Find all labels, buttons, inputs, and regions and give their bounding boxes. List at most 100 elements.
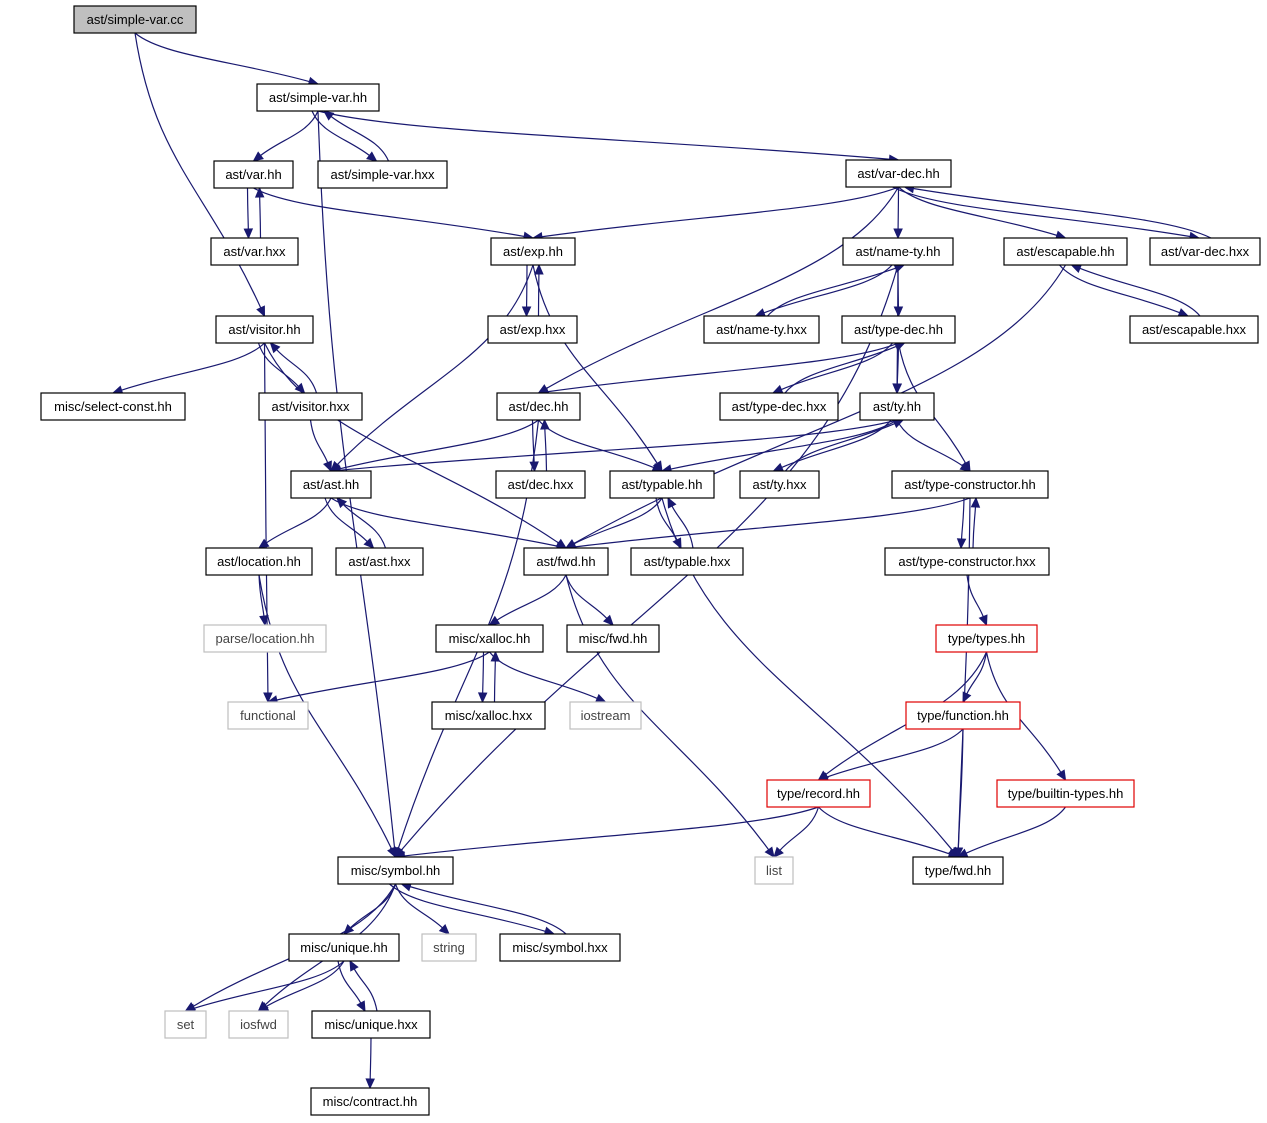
node-label: ast/typable.hxx xyxy=(644,554,731,569)
node-unique-hxx[interactable]: misc/unique.hxx xyxy=(311,1010,431,1039)
node-label: ast/type-dec.hh xyxy=(854,322,943,337)
arrowhead-icon xyxy=(365,1078,375,1090)
node-symbol-hh[interactable]: misc/symbol.hh xyxy=(337,856,454,885)
arrowhead-icon xyxy=(594,693,607,703)
node-box xyxy=(754,856,794,885)
node-symbol-hxx[interactable]: misc/symbol.hxx xyxy=(499,933,621,962)
node-box xyxy=(935,624,1038,653)
node-box xyxy=(496,392,581,421)
arrowhead-icon xyxy=(978,614,988,627)
edge-unique_hxx-to-contract_hh xyxy=(365,1037,375,1090)
node-type-dec-hh[interactable]: ast/type-dec.hh xyxy=(841,315,956,344)
node-label: misc/contract.hh xyxy=(323,1094,418,1109)
node-builtin-types-hh[interactable]: type/builtin-types.hh xyxy=(996,779,1135,808)
node-box xyxy=(490,237,576,266)
node-box xyxy=(435,624,544,653)
edge-unique_hh-to-unique_hxx xyxy=(337,960,366,1013)
node-dec-hxx[interactable]: ast/dec.hxx xyxy=(495,470,586,499)
edge-symbol_hxx-to-symbol_hh xyxy=(400,882,567,935)
node-label: ast/var.hxx xyxy=(223,244,286,259)
node-box xyxy=(499,933,621,962)
edge-ty_hh-to-type_constructor_hh xyxy=(896,419,972,472)
node-ast-fwd-hh[interactable]: ast/fwd.hh xyxy=(523,547,609,576)
edge-unique_hxx-to-unique_hh xyxy=(349,959,378,1012)
node-typable-hh[interactable]: ast/typable.hh xyxy=(609,470,715,499)
node-ast-hh[interactable]: ast/ast.hh xyxy=(290,470,372,499)
node-label: type/function.hh xyxy=(917,708,1009,723)
edge-typable_hh-to-ast_fwd_hh xyxy=(564,497,663,549)
node-xalloc-hxx[interactable]: misc/xalloc.hxx xyxy=(431,701,546,730)
node-ty-hh[interactable]: ast/ty.hh xyxy=(859,392,935,421)
arrowhead-icon xyxy=(521,306,532,318)
node-box xyxy=(40,392,186,421)
node-ast-hxx[interactable]: ast/ast.hxx xyxy=(335,547,424,576)
node-label: string xyxy=(433,940,465,955)
node-box xyxy=(1003,237,1128,266)
node-type-constructor-hh[interactable]: ast/type-constructor.hh xyxy=(891,470,1049,499)
node-simple-var-cc[interactable]: ast/simple-var.cc xyxy=(73,5,197,34)
node-record-hh[interactable]: type/record.hh xyxy=(766,779,871,808)
node-box xyxy=(258,392,363,421)
node-typable-hxx[interactable]: ast/typable.hxx xyxy=(630,547,744,576)
node-contract-hh[interactable]: misc/contract.hh xyxy=(310,1087,430,1116)
node-type-dec-hxx[interactable]: ast/type-dec.hxx xyxy=(719,392,839,421)
node-label: misc/unique.hh xyxy=(300,940,387,955)
arrowhead-icon xyxy=(959,461,972,472)
arrowhead-icon xyxy=(1056,769,1067,782)
node-visitor-hh[interactable]: ast/visitor.hh xyxy=(215,315,314,344)
node-exp-hxx[interactable]: ast/exp.hxx xyxy=(487,315,578,344)
node-function-hh[interactable]: type/function.hh xyxy=(905,701,1021,730)
node-name-ty-hh[interactable]: ast/name-ty.hh xyxy=(842,237,954,266)
edge-simple_var_hh-to-var_hh xyxy=(252,110,319,162)
arrowhead-icon xyxy=(603,614,614,626)
node-name-ty-hxx[interactable]: ast/name-ty.hxx xyxy=(703,315,820,344)
node-select-const-hh[interactable]: misc/select-const.hh xyxy=(40,392,186,421)
node-label: type/builtin-types.hh xyxy=(1008,786,1124,801)
edge-var_hxx-to-var_hh xyxy=(254,186,265,239)
node-box xyxy=(842,237,954,266)
node-label: list xyxy=(766,863,782,878)
node-var-dec-hh[interactable]: ast/var-dec.hh xyxy=(845,159,952,188)
node-type-fwd-hh[interactable]: type/fwd.hh xyxy=(912,856,1004,885)
node-var-hh[interactable]: ast/var.hh xyxy=(213,160,294,189)
arrowhead-icon xyxy=(893,306,904,318)
arrowhead-icon xyxy=(773,846,784,858)
node-label: ast/type-constructor.hh xyxy=(904,477,1036,492)
node-type-constructor-hxx[interactable]: ast/type-constructor.hxx xyxy=(884,547,1050,576)
node-label: ast/var-dec.hh xyxy=(857,166,939,181)
arrowhead-icon xyxy=(893,228,903,240)
node-misc-fwd-hh[interactable]: misc/fwd.hh xyxy=(566,624,660,653)
node-simple-var-hh[interactable]: ast/simple-var.hh xyxy=(256,83,380,112)
node-unique-hh[interactable]: misc/unique.hh xyxy=(288,933,400,962)
node-box xyxy=(228,1010,289,1039)
arrowhead-icon xyxy=(269,342,281,354)
node-var-hxx[interactable]: ast/var.hxx xyxy=(210,237,299,266)
node-label: functional xyxy=(240,708,296,723)
edge-types_hh-to-function_hh xyxy=(962,651,988,704)
node-location-hh[interactable]: ast/location.hh xyxy=(205,547,313,576)
node-types-hh[interactable]: type/types.hh xyxy=(935,624,1038,653)
edge-visitor_hxx-to-ast_hh xyxy=(309,419,332,473)
edge-ast_fwd_hh-to-xalloc_hh xyxy=(488,574,567,626)
node-xalloc-hh[interactable]: misc/xalloc.hh xyxy=(435,624,544,653)
node-label: misc/symbol.hxx xyxy=(512,940,608,955)
node-set: set xyxy=(164,1010,207,1039)
edge-var_dec_hh-to-dec_hh xyxy=(537,186,900,394)
node-var-dec-hxx[interactable]: ast/var-dec.hxx xyxy=(1149,237,1261,266)
node-box xyxy=(337,856,454,885)
node-dec-hh[interactable]: ast/dec.hh xyxy=(496,392,581,421)
node-simple-var-hxx[interactable]: ast/simple-var.hxx xyxy=(317,160,448,189)
node-box xyxy=(205,547,313,576)
node-label: misc/fwd.hh xyxy=(579,631,648,646)
node-box xyxy=(569,701,642,730)
arrowhead-icon xyxy=(323,460,332,473)
node-ty-hxx[interactable]: ast/ty.hxx xyxy=(739,470,820,499)
node-exp-hh[interactable]: ast/exp.hh xyxy=(490,237,576,266)
node-label: type/fwd.hh xyxy=(925,863,992,878)
node-label: iosfwd xyxy=(240,1017,277,1032)
edge-type_dec_hh-to-dec_hh xyxy=(537,342,899,397)
node-escapable-hxx[interactable]: ast/escapable.hxx xyxy=(1129,315,1259,344)
node-escapable-hh[interactable]: ast/escapable.hh xyxy=(1003,237,1128,266)
node-visitor-hxx[interactable]: ast/visitor.hxx xyxy=(258,392,363,421)
node-box xyxy=(1149,237,1261,266)
